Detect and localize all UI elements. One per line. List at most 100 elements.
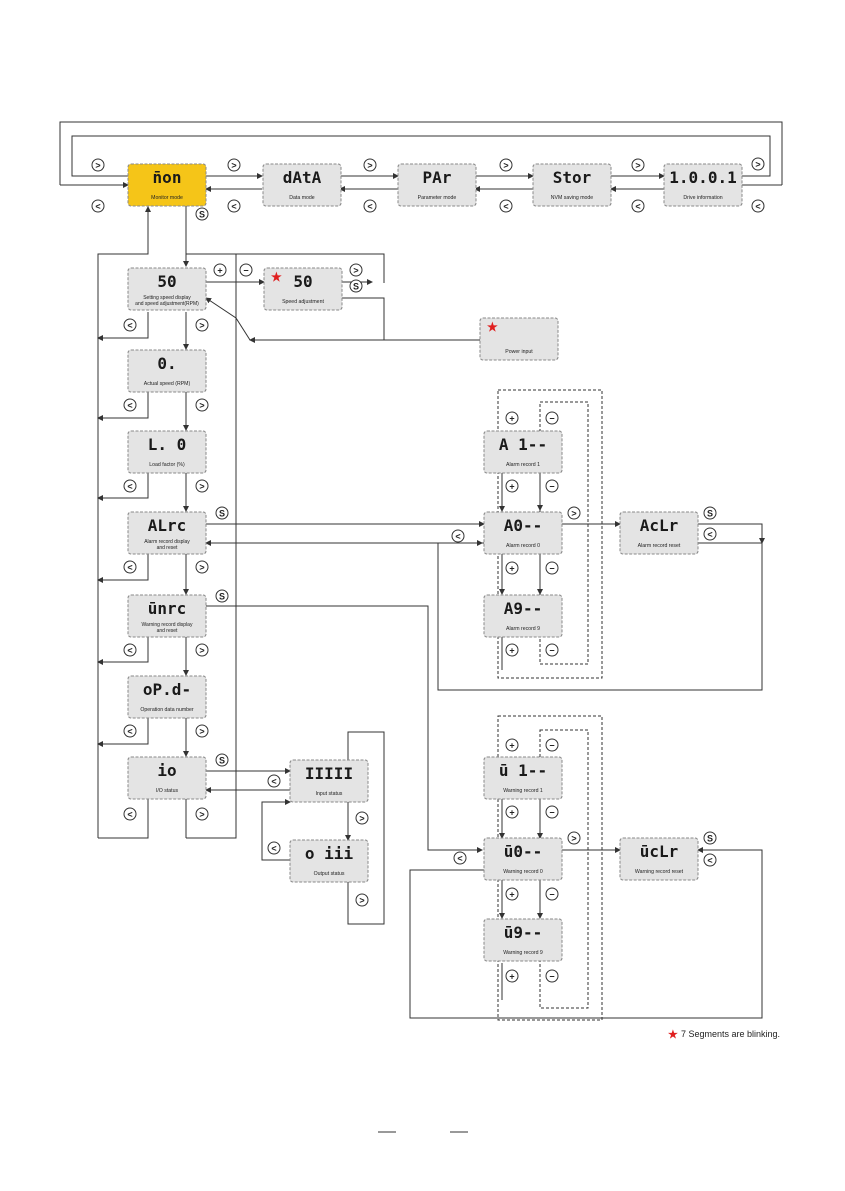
box-frame: [397, 163, 477, 207]
plus-button-icon-label: +: [509, 413, 514, 423]
segment-display: A9--: [504, 599, 543, 618]
left-button-icon-label: <: [95, 201, 100, 211]
set-button-icon-label: S: [219, 755, 225, 765]
set-button-icon-label: S: [353, 281, 359, 291]
left-button-icon-label: <: [127, 562, 132, 572]
plus-button-icon: +: [505, 479, 519, 493]
right-button-icon-label: >: [503, 160, 508, 170]
box-frame: [289, 759, 369, 803]
box-caption: Output status: [314, 871, 345, 877]
segment-display: 1.0.0.1: [669, 168, 736, 187]
right-button-icon: >: [499, 158, 513, 172]
left-button-icon: <: [227, 199, 241, 213]
set-button-icon: S: [215, 506, 229, 520]
box-caption: Warning record 1: [503, 788, 543, 794]
segment-display: ū0--: [504, 842, 543, 861]
minus-button-icon-label: −: [549, 740, 554, 750]
box-frame: [127, 267, 207, 311]
right-button-icon: >: [355, 893, 369, 907]
box-io: ioI/O status: [127, 756, 207, 800]
left-button-icon: <: [631, 199, 645, 213]
box-frame: [262, 163, 342, 207]
left-button-icon-label: <: [707, 855, 712, 865]
right-button-icon-label: >: [571, 508, 576, 518]
segment-display: Stor: [553, 168, 592, 187]
connector-lines: [59, 121, 783, 1019]
box-caption-line-1: Setting speed display: [143, 295, 191, 301]
plus-button-icon: +: [505, 887, 519, 901]
box-frame: [127, 511, 207, 555]
right-button-icon-label: >: [199, 726, 204, 736]
box-frame: [127, 430, 207, 474]
box-caption: Drive information: [683, 195, 722, 201]
left-button-icon-label: <: [271, 776, 276, 786]
left-button-icon-label: <: [127, 726, 132, 736]
segment-display: L. 0: [148, 435, 187, 454]
minus-button-icon: −: [545, 643, 559, 657]
set-button-icon: S: [215, 753, 229, 767]
set-button-icon: S: [703, 506, 717, 520]
right-button-icon: >: [751, 157, 765, 171]
right-button-icon-label: >: [199, 562, 204, 572]
box-caption: Warning record 0: [503, 869, 543, 875]
segment-display: 50: [157, 272, 176, 291]
plus-button-icon-label: +: [509, 807, 514, 817]
right-button-icon-label: >: [199, 320, 204, 330]
box-caption-line-1: Warning record display: [142, 622, 193, 628]
box-frame: [127, 349, 207, 393]
segment-display: dAtA: [283, 168, 322, 187]
left-button-icon: <: [703, 527, 717, 541]
segment-display: A 1--: [499, 435, 547, 454]
box-frame: [532, 163, 612, 207]
plus-button-icon-label: +: [509, 563, 514, 573]
right-button-icon: >: [363, 158, 377, 172]
left-button-icon-label: <: [503, 201, 508, 211]
left-button-icon: <: [451, 529, 465, 543]
box-power: Power input★: [479, 317, 559, 361]
plus-button-icon-label: +: [217, 265, 222, 275]
left-button-icon: <: [123, 724, 137, 738]
plus-button-icon: +: [213, 263, 227, 277]
left-button-icon-label: <: [635, 201, 640, 211]
segment-display: 50: [293, 272, 312, 291]
right-button-icon: >: [349, 263, 363, 277]
box-frame: [619, 511, 699, 555]
plus-button-icon-label: +: [509, 889, 514, 899]
minus-button-icon: −: [545, 738, 559, 752]
right-button-icon: >: [195, 643, 209, 657]
plus-button-icon: +: [505, 805, 519, 819]
set-button-icon-label: S: [199, 209, 205, 219]
right-button-icon: >: [567, 831, 581, 845]
left-button-icon: <: [267, 841, 281, 855]
left-button-icon-label: <: [127, 400, 132, 410]
box-caption: I/O status: [156, 788, 179, 794]
left-button-icon-label: <: [127, 645, 132, 655]
left-button-icon: <: [499, 199, 513, 213]
minus-button-icon-label: −: [549, 563, 554, 573]
box-frame: [663, 163, 743, 207]
left-button-icon-label: <: [755, 201, 760, 211]
left-button-icon-label: <: [457, 853, 462, 863]
plus-button-icon-label: +: [509, 645, 514, 655]
left-button-icon-label: <: [455, 531, 460, 541]
right-button-icon: >: [195, 724, 209, 738]
minus-button-icon-label: −: [549, 481, 554, 491]
right-button-icon-label: >: [231, 160, 236, 170]
right-button-icon-label: >: [199, 809, 204, 819]
set-button-icon: S: [703, 831, 717, 845]
set-button-icon-label: S: [707, 508, 713, 518]
right-button-icon-label: >: [755, 159, 760, 169]
box-frame: [483, 918, 563, 962]
left-button-icon: <: [123, 807, 137, 821]
box-frame: [483, 594, 563, 638]
box-a9: A9--Alarm record 9: [483, 594, 563, 638]
box-frame: [127, 675, 207, 719]
segment-display: ūcLr: [640, 842, 679, 861]
